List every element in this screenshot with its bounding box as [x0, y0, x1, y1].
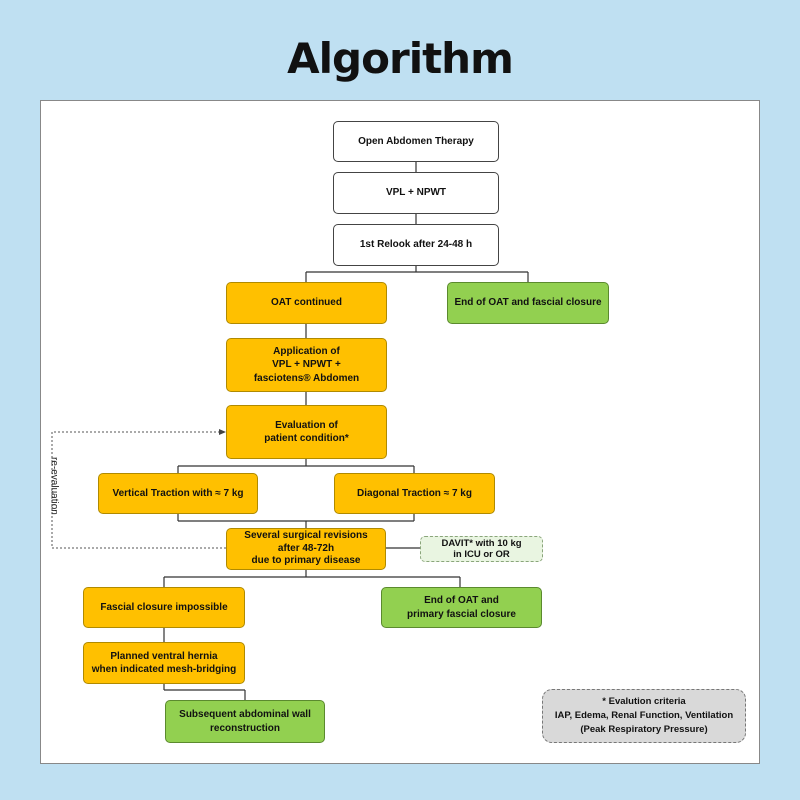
node-label: VPL + NPWT [385, 187, 447, 199]
end-oat-fascial-closure-node: End of OAT and fascial closure [447, 282, 609, 324]
node-label-line: fasciotens® Abdomen [253, 372, 360, 384]
node-label-line: Application of [273, 345, 340, 357]
node-label-line: after 48-72h [277, 542, 335, 554]
diagonal-traction-node: Diagonal Traction ≈ 7 kg [334, 473, 495, 514]
vpl-npwt-node: VPL + NPWT [333, 172, 499, 214]
davit-node: DAVIT* with 10 kg in ICU or OR [420, 536, 543, 562]
node-label-line: Planned ventral hernia [110, 650, 218, 662]
node-label-line: Several surgical revisions [244, 530, 368, 542]
node-label: End of OAT and fascial closure [454, 297, 602, 309]
node-label-line: End of OAT and [424, 595, 499, 606]
node-label-line: DAVIT* with 10 kg [441, 537, 522, 549]
node-label-line: VPL + NPWT + [272, 359, 341, 371]
criteria-line: IAP, Edema, Renal Function, Ventilation [554, 710, 734, 722]
application-node: Application of VPL + NPWT + fasciotens® … [226, 338, 387, 392]
node-label-line: patient condition* [264, 433, 349, 444]
criteria-line: (Peak Respiratory Pressure) [580, 723, 708, 735]
fascial-closure-impossible-node: Fascial closure impossible [83, 587, 245, 628]
node-label-line: in ICU or OR [453, 549, 510, 560]
first-relook-node: 1st Relook after 24-48 h [333, 224, 499, 266]
node-label-line: due to primary disease [251, 555, 361, 567]
open-abdomen-therapy-node: Open Abdomen Therapy [333, 121, 499, 162]
criteria-heading: * Evalution criteria [602, 696, 686, 708]
evaluation-criteria-note: * Evalution criteria IAP, Edema, Renal F… [542, 689, 746, 743]
node-label-line: primary fascial closure [407, 608, 516, 620]
node-label: OAT continued [271, 297, 342, 309]
planned-ventral-hernia-node: Planned ventral hernia when indicated me… [83, 642, 245, 684]
node-label: Diagonal Traction ≈ 7 kg [357, 487, 472, 499]
node-label: 1st Relook after 24-48 h [359, 239, 473, 251]
node-label: Open Abdomen Therapy [358, 135, 474, 147]
node-label-line: reconstruction [209, 722, 280, 734]
re-evaluation-label: re-evaluation [48, 457, 60, 515]
node-label-line: when indicated mesh-bridging [91, 664, 237, 675]
node-label-line: Subsequent abdominal wall [179, 709, 311, 720]
subsequent-reconstruction-node: Subsequent abdominal wall reconstruction [165, 700, 325, 743]
end-oat-primary-closure-node: End of OAT and primary fascial closure [381, 587, 542, 628]
node-label-line: Evaluation of [275, 419, 338, 431]
node-label: Fascial closure impossible [100, 601, 228, 613]
page-title: Algorithm [287, 34, 514, 83]
node-label: Vertical Traction with ≈ 7 kg [112, 487, 244, 499]
surgical-revisions-node: Several surgical revisions after 48-72h … [226, 528, 386, 570]
evaluation-node: Evaluation of patient condition* [226, 405, 387, 459]
vertical-traction-node: Vertical Traction with ≈ 7 kg [98, 473, 258, 514]
oat-continued-node: OAT continued [226, 282, 387, 324]
